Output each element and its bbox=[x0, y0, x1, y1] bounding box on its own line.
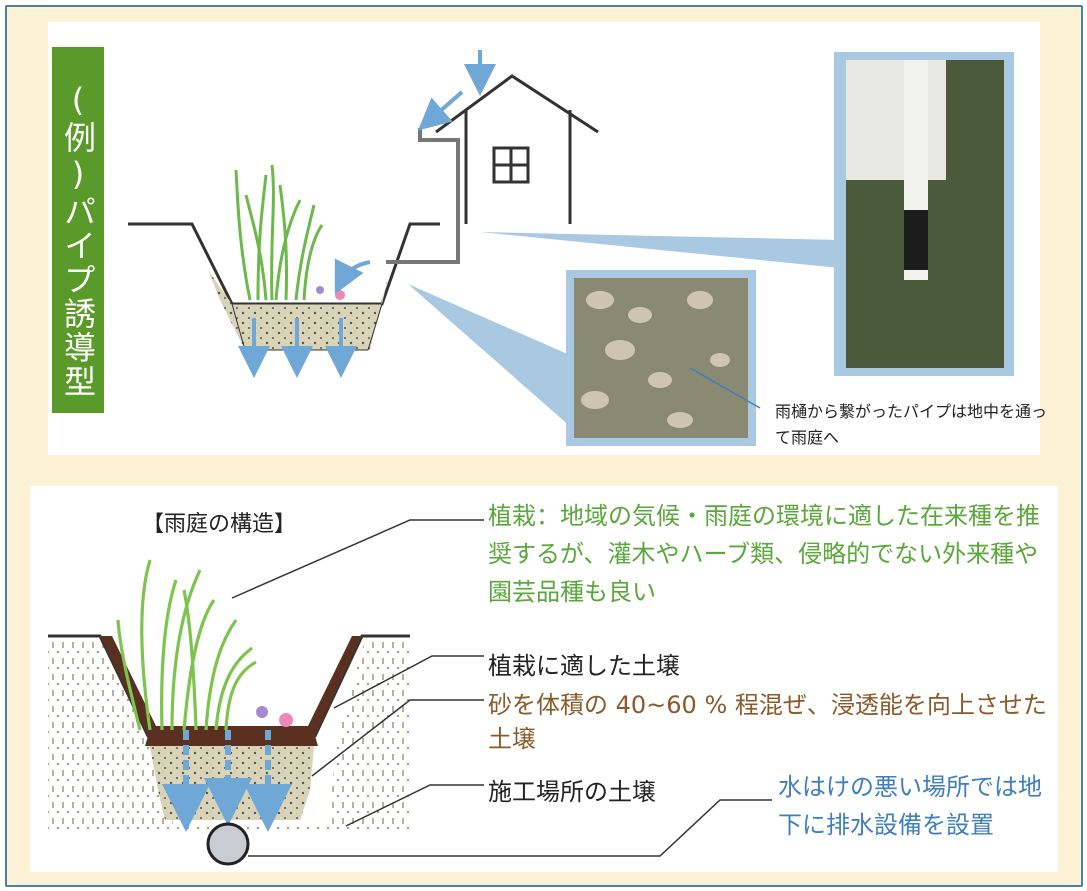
planting-soil-band bbox=[145, 736, 318, 746]
water-arrows-top bbox=[238, 318, 357, 378]
label-planting: 植栽：地域の気候・雨庭の環境に適した在来種を推奨するが、灌木やハーブ類、侵略的で… bbox=[488, 502, 1040, 606]
sand-soil-layer bbox=[148, 736, 315, 820]
side-label-text: (例)パイプ誘導型 bbox=[59, 81, 97, 399]
grass-bottom bbox=[116, 559, 257, 731]
label-sand-soil: 砂を体積の 40~60 % 程混ぜ、浸透能を向上させた土壌 bbox=[488, 691, 1047, 753]
grass-top bbox=[234, 164, 324, 301]
side-soil bbox=[48, 636, 410, 834]
label-planting-soil: 植栽に適した土壌 bbox=[488, 652, 680, 680]
side-label: (例)パイプ誘導型 bbox=[52, 47, 104, 413]
callout-wedge-downspout bbox=[480, 232, 840, 268]
downspout-pipe bbox=[386, 128, 460, 264]
label-pipe-caption: 雨樋から繋がったパイプは地中を通って雨庭へ bbox=[775, 402, 1048, 447]
water-arrows-bottom bbox=[162, 730, 292, 832]
label-drainage: 水はけの悪い場所では地下に排水設備を設置 bbox=[778, 773, 1042, 839]
drain-pipe bbox=[206, 822, 250, 866]
label-site-soil: 施工場所の土壌 bbox=[488, 778, 656, 806]
bottom-title: 【雨庭の構造】 bbox=[142, 512, 297, 537]
house-icon bbox=[435, 74, 599, 224]
callout-wedge-pipe bbox=[408, 284, 572, 428]
rain-arrows-top bbox=[334, 50, 496, 295]
